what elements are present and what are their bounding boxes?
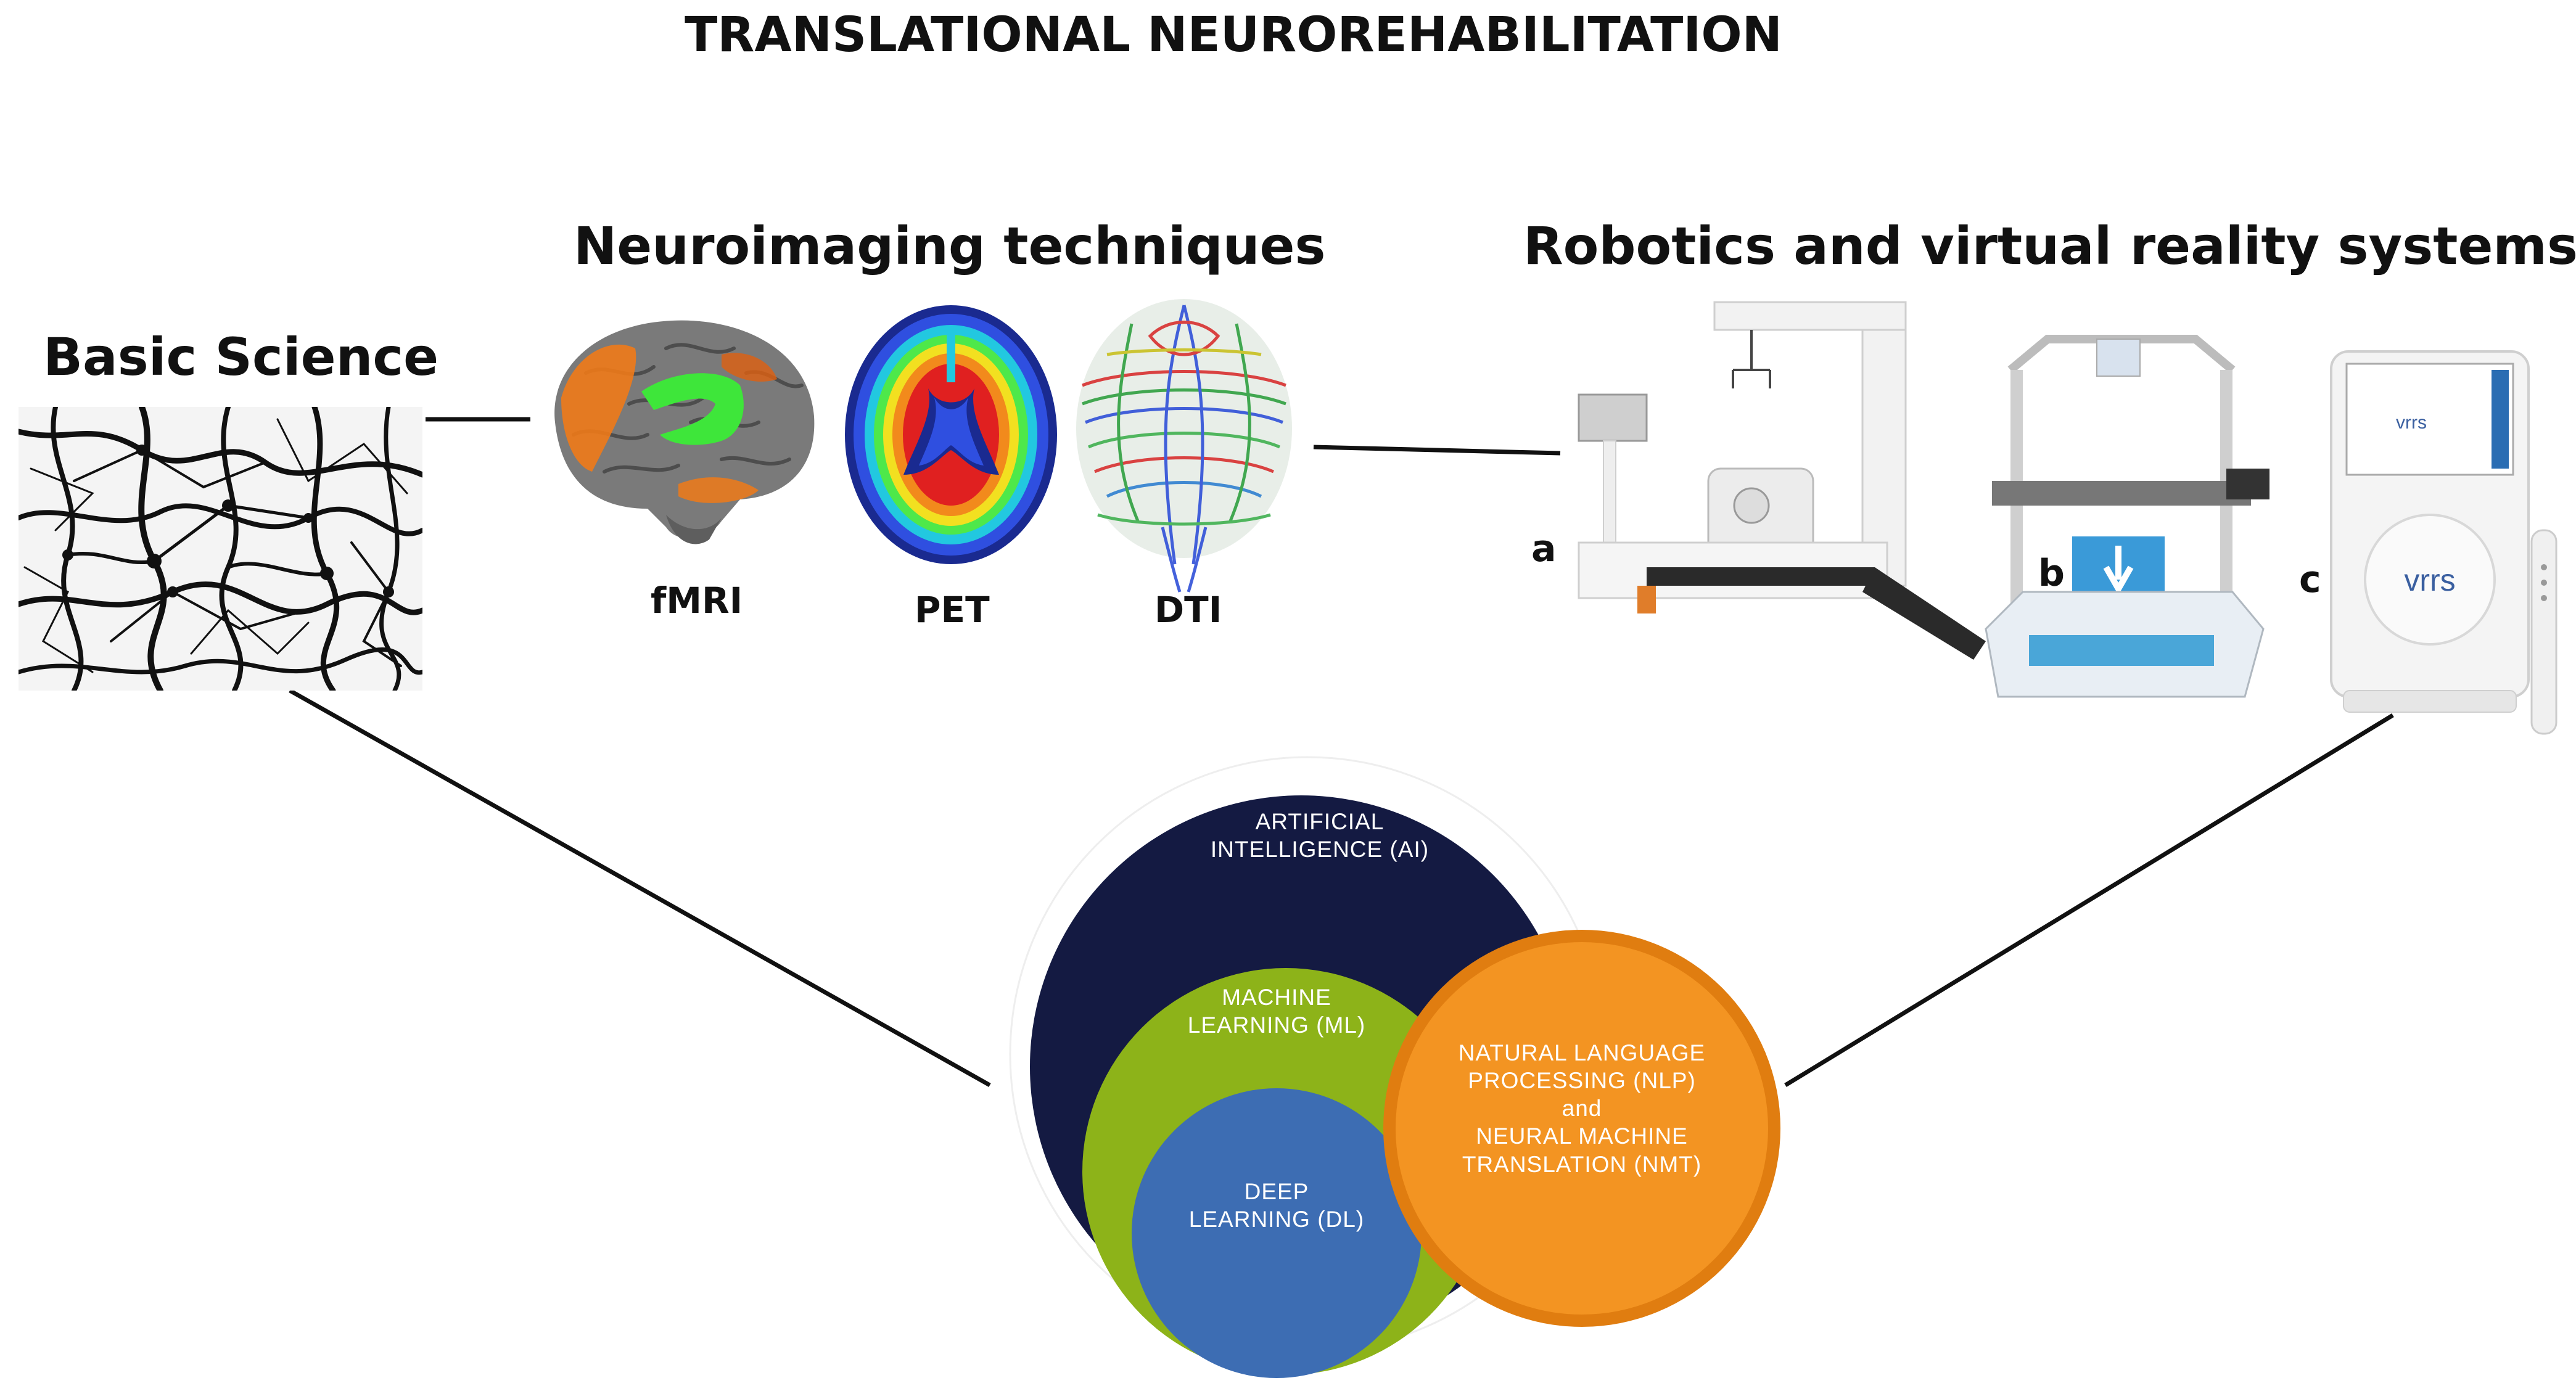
- dti-label: DTI: [1154, 589, 1222, 631]
- connector-robotics-ai: [1784, 713, 2394, 1087]
- device-a-treadmill-image: [1578, 301, 1986, 660]
- fmri-brain-image: [554, 320, 815, 544]
- device-c-screen-text: vrrs: [2396, 412, 2427, 433]
- robotics-heading: Robotics and virtual reality systems: [1523, 216, 2576, 276]
- device-c-vrrs-image: vrrs vrrs: [2330, 350, 2557, 735]
- pet-scan-image: [845, 305, 1057, 564]
- nlp-nmt-circle-label: NATURAL LANGUAGE PROCESSING (NLP) and NE…: [1458, 1040, 1706, 1177]
- main-title: TRANSLATIONAL NEUROREHABILITATION: [685, 7, 1782, 63]
- ml-circle-label: MACHINE LEARNING (ML): [1187, 985, 1366, 1038]
- device-c-label: c: [2299, 558, 2321, 601]
- device-b-label: b: [2038, 552, 2065, 595]
- device-b-gait-trainer-image: [1985, 335, 2269, 698]
- neuroimaging-heading: Neuroimaging techniques: [574, 216, 1326, 276]
- fmri-label: fMRI: [651, 580, 743, 622]
- dl-circle-label: DEEP LEARNING (DL): [1188, 1179, 1365, 1233]
- dti-tractography-image: [1076, 299, 1292, 593]
- pet-label: PET: [915, 589, 990, 631]
- basic-science-heading: Basic Science: [43, 327, 439, 387]
- device-c-logo-text: vrrs: [2404, 563, 2455, 597]
- device-a-label: a: [1531, 527, 1557, 570]
- ai-circle-label: ARTIFICIAL INTELLIGENCE (AI): [1210, 809, 1430, 863]
- neuron-network-image: [19, 407, 422, 691]
- connector-neuro-robotics: [1313, 445, 1561, 456]
- ai-venn-diagram: [1009, 756, 1780, 1378]
- dl-circle: [1132, 1088, 1422, 1378]
- connector-basic-ai: [289, 688, 991, 1088]
- nlp-circle: [1396, 942, 1768, 1315]
